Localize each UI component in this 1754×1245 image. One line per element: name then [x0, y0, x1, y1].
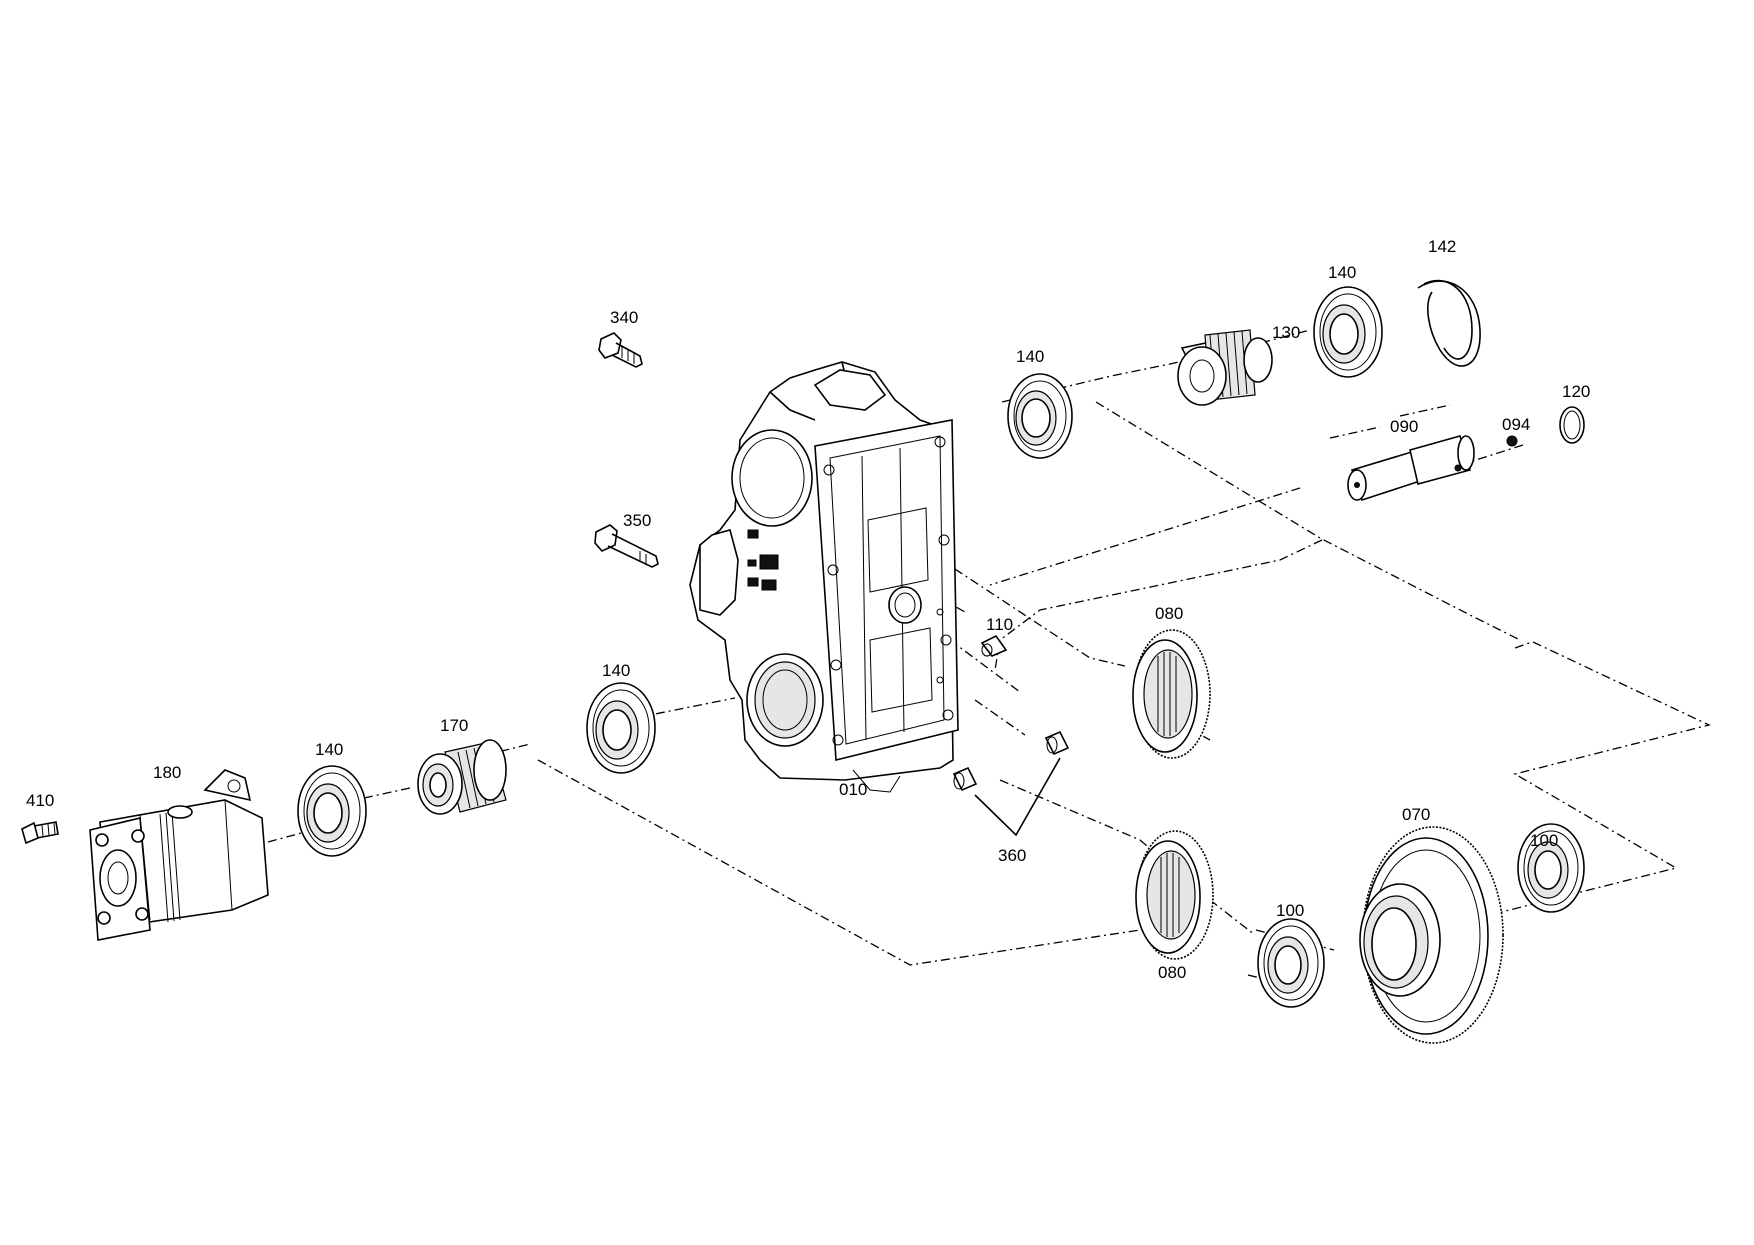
pin-090 [1347, 435, 1475, 502]
shaft-130 [1177, 329, 1273, 406]
label-140-left: 140 [315, 740, 343, 759]
label-080-top: 080 [1155, 604, 1183, 623]
circlip-142 [1417, 279, 1481, 367]
label-140-upper-mid: 140 [1016, 347, 1044, 366]
label-100-left: 100 [1276, 901, 1304, 920]
label-350: 350 [623, 511, 651, 530]
gear-080-bottom [1135, 830, 1214, 960]
label-140-lower-mid: 140 [602, 661, 630, 680]
label-142: 142 [1428, 237, 1456, 256]
bearing-140-top-right [1313, 286, 1383, 378]
bearing-100-left [1257, 918, 1325, 1008]
part-number-labels: 340 350 140 130 140 142 090 094 120 110 … [26, 237, 1590, 982]
label-070: 070 [1402, 805, 1430, 824]
label-170: 170 [440, 716, 468, 735]
label-010: 010 [839, 780, 867, 799]
label-360: 360 [998, 846, 1026, 865]
label-140-top-right: 140 [1328, 263, 1356, 282]
label-120: 120 [1562, 382, 1590, 401]
ball-094 [1506, 435, 1518, 447]
gear-080-top [1132, 629, 1211, 759]
bearing-140-left [297, 765, 367, 857]
label-090: 090 [1390, 417, 1418, 436]
coupling-170 [417, 739, 507, 815]
dowel-pins-360 [952, 730, 1070, 837]
bearing-140-lower-mid [586, 682, 656, 774]
label-080-bottom: 080 [1158, 963, 1186, 982]
label-340: 340 [610, 308, 638, 327]
bolt-340 [598, 332, 643, 368]
snap-ring-120 [1559, 406, 1585, 444]
label-130: 130 [1272, 323, 1300, 342]
label-100-right: 100 [1530, 831, 1558, 850]
screw-410 [21, 821, 59, 845]
bearing-100-right [1517, 823, 1585, 913]
housing-nameplate [747, 529, 779, 591]
pump-180 [89, 769, 269, 941]
bearing-140-upper-mid [1007, 373, 1073, 459]
label-094: 094 [1502, 415, 1530, 434]
gear-070 [1359, 826, 1504, 1044]
plug-110 [980, 634, 1008, 657]
label-110: 110 [986, 615, 1013, 634]
bolt-350 [594, 524, 659, 568]
gearbox-housing-010 [689, 361, 959, 793]
label-410: 410 [26, 791, 54, 810]
label-180: 180 [153, 763, 181, 782]
